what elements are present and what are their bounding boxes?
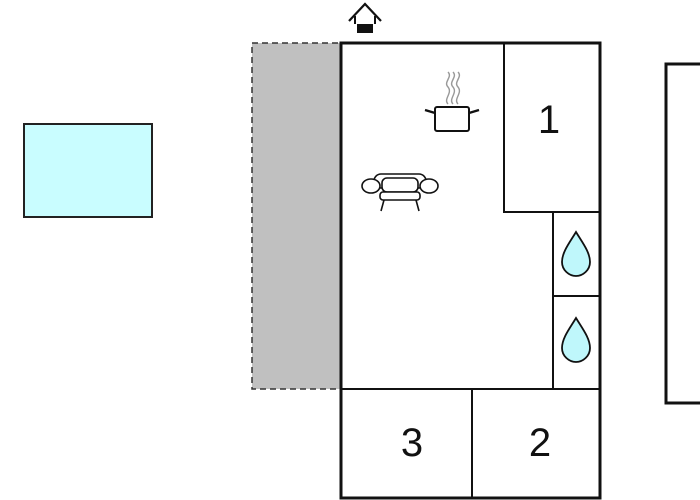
pool: [23, 123, 153, 218]
entrance-icon: [348, 2, 382, 33]
house-outline: [339, 41, 602, 500]
bathroom-icon: [561, 230, 591, 277]
room-1-label: 1: [538, 98, 560, 142]
room-2-label: 2: [529, 421, 551, 465]
bathroom-icon: [561, 316, 591, 363]
sofa-icon: [361, 173, 439, 212]
neighbor-building: [664, 62, 700, 405]
kitchen-icon: [424, 71, 480, 132]
room-3-label: 3: [401, 421, 423, 465]
terrace: [251, 42, 342, 390]
